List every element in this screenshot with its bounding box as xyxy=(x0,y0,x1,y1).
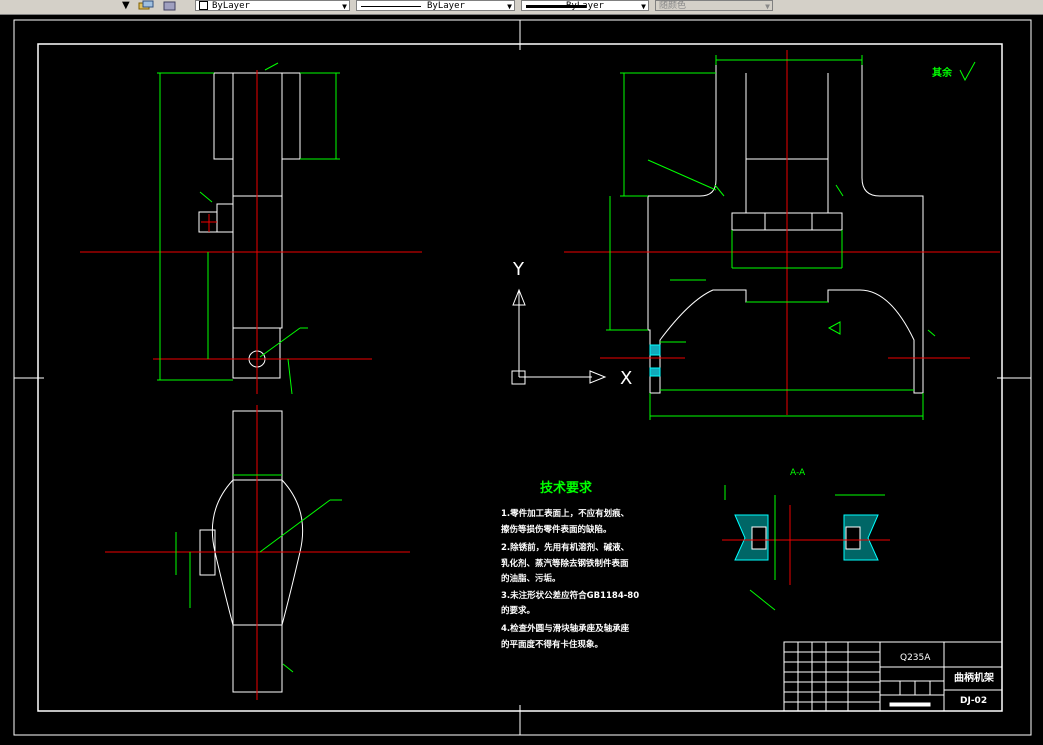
front-view-dimensions xyxy=(157,62,340,395)
properties-toolbar: ▼ ByLayer ▼ ByLayer ▼ ByLayer ▼ 随颜色 ▼ xyxy=(0,0,1043,15)
drawing-canvas[interactable]: Y X 其余 技术要求 1.零件加工表面上，不应有划痕、 擦伤等损伤零件表面的缺… xyxy=(0,15,1043,741)
plotstyle-control-combo: 随颜色 ▼ xyxy=(655,0,773,11)
ucs-x-label: X xyxy=(620,368,632,389)
front-view-centerlines xyxy=(80,70,422,394)
title-material: Q235A xyxy=(900,653,931,663)
side-view-hatch xyxy=(649,344,661,377)
tech-req-line: 1.零件加工表面上，不应有划痕、 xyxy=(501,508,629,519)
layer-states-icon[interactable] xyxy=(138,0,154,12)
color-control-combo[interactable]: ByLayer ▼ xyxy=(195,0,350,11)
side-view-centerlines xyxy=(564,50,1000,415)
chevron-down-icon[interactable]: ▼ xyxy=(342,2,347,11)
top-view-dimensions xyxy=(175,474,342,673)
top-view-centerlines xyxy=(105,405,410,700)
front-view xyxy=(198,72,301,379)
lineweight-control-combo[interactable]: ByLayer ▼ xyxy=(521,0,649,11)
tech-req-title: 技术要求 xyxy=(540,480,593,496)
chevron-down-icon[interactable]: ▼ xyxy=(507,2,512,11)
section-view xyxy=(722,485,890,611)
side-view-dimensions xyxy=(606,55,936,420)
layer-dropdown-arrow[interactable]: ▼ xyxy=(122,0,130,11)
ucs-icon xyxy=(511,288,607,385)
section-label: A-A xyxy=(790,468,806,478)
roughness-symbol xyxy=(959,61,976,82)
title-drawing-no: DJ-02 xyxy=(960,696,987,706)
side-view xyxy=(647,59,924,394)
layer-previous-icon[interactable] xyxy=(162,0,178,12)
tech-req-list: 1.零件加工表面上，不应有划痕、 擦伤等损伤零件表面的缺陷。 2.除锈前，先用有… xyxy=(501,508,639,650)
color-combo-value: ByLayer xyxy=(212,1,250,11)
title-part-name: 曲柄机架 xyxy=(954,671,994,684)
tech-req-line: 的平面度不得有卡住现象。 xyxy=(501,639,603,650)
centering-marks xyxy=(14,20,1031,735)
tech-req-line: 的要求。 xyxy=(501,605,535,616)
lineweight-combo-value: ByLayer xyxy=(566,1,604,11)
linetype-sample xyxy=(361,6,421,7)
chevron-down-icon[interactable]: ▼ xyxy=(641,2,646,11)
plotstyle-combo-value: 随颜色 xyxy=(659,1,687,11)
tech-req-line: 2.除锈前，先用有机溶剂、碱液、 xyxy=(501,542,629,553)
tech-req-line: 的油脂、污垢。 xyxy=(501,573,561,584)
chevron-down-icon: ▼ xyxy=(765,2,770,11)
tech-req-line: 擦伤等损伤零件表面的缺陷。 xyxy=(501,524,612,535)
title-block xyxy=(783,641,1003,712)
lineweight-sample xyxy=(526,5,586,8)
drawing-svg: Y X 其余 技术要求 1.零件加工表面上，不应有划痕、 擦伤等损伤零件表面的缺… xyxy=(13,19,1032,736)
tech-req-line: 乳化剂、蒸汽等除去钢铁制件表面 xyxy=(501,558,629,569)
ucs-y-label: Y xyxy=(512,259,525,280)
tech-req-line: 4.检查外圆与滑块轴承座及轴承座 xyxy=(501,623,630,634)
linetype-combo-value: ByLayer xyxy=(427,1,465,11)
tech-req-line: 3.未注形状公差应符合GB1184-80 xyxy=(501,590,639,601)
roughness-note: 其余 xyxy=(932,66,953,79)
linetype-control-combo[interactable]: ByLayer ▼ xyxy=(356,0,515,11)
color-swatch-icon xyxy=(199,1,208,10)
